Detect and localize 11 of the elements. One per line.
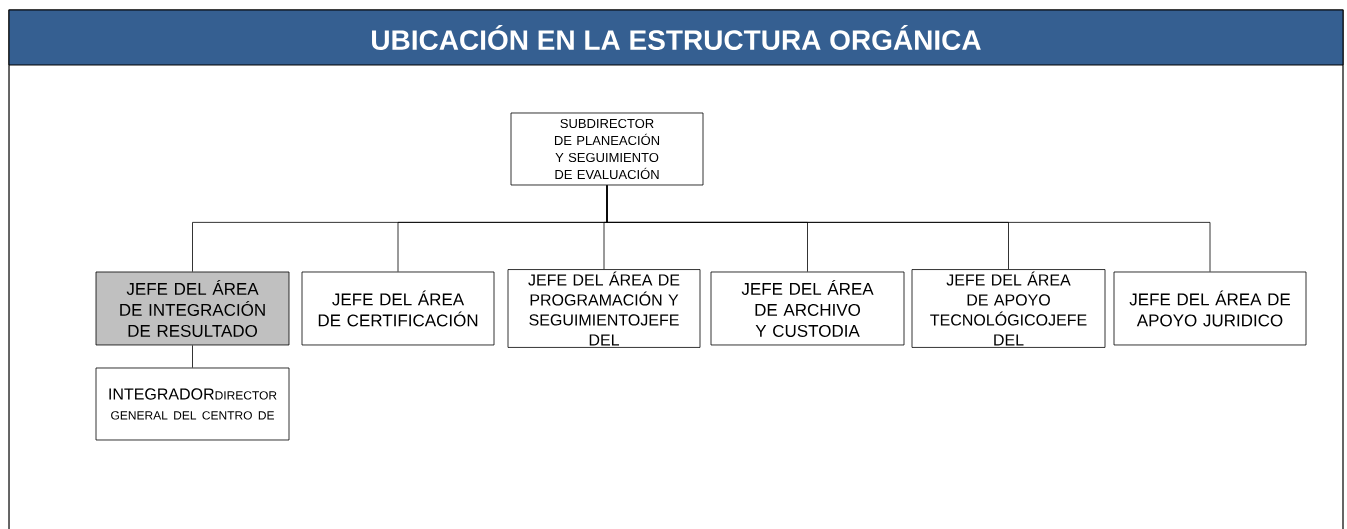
title-bar: UBICACIÓN EN LA ESTRUCTURA ORGÁNICA [8,9,1344,66]
connector-line [192,345,193,368]
org-box: JEFE DEL ÁREA DE APOYO TECNOLÓGICOJEFE DEL [911,269,1106,348]
org-box: INTEGRADORDIRECTOR GENERAL DEL CENTRO DE [95,367,290,441]
org-box: JEFE DEL ÁREA DE INTEGRACIÓN DE RESULTADO [95,271,290,346]
org-box: JEFE DEL ÁREA DE CERTIFICACIÓN [301,271,495,346]
org-box: JEFE DEL ÁREA DE ARCHIVO Y CUSTODIA [710,271,905,346]
connector-line [606,185,1211,272]
org-box: JEFE DEL ÁREA DE APOYO JURIDICO [1113,271,1307,346]
org-box: JEFE DEL ÁREA DE PROGRAMACIÓN Y SEGUIMIENTOJEFE DEL [507,269,701,348]
org-box: SUBDIRECTOR DE PLANEACIÓN Y SEGUIMIENTO DE EVALUACIÓN [510,112,704,186]
